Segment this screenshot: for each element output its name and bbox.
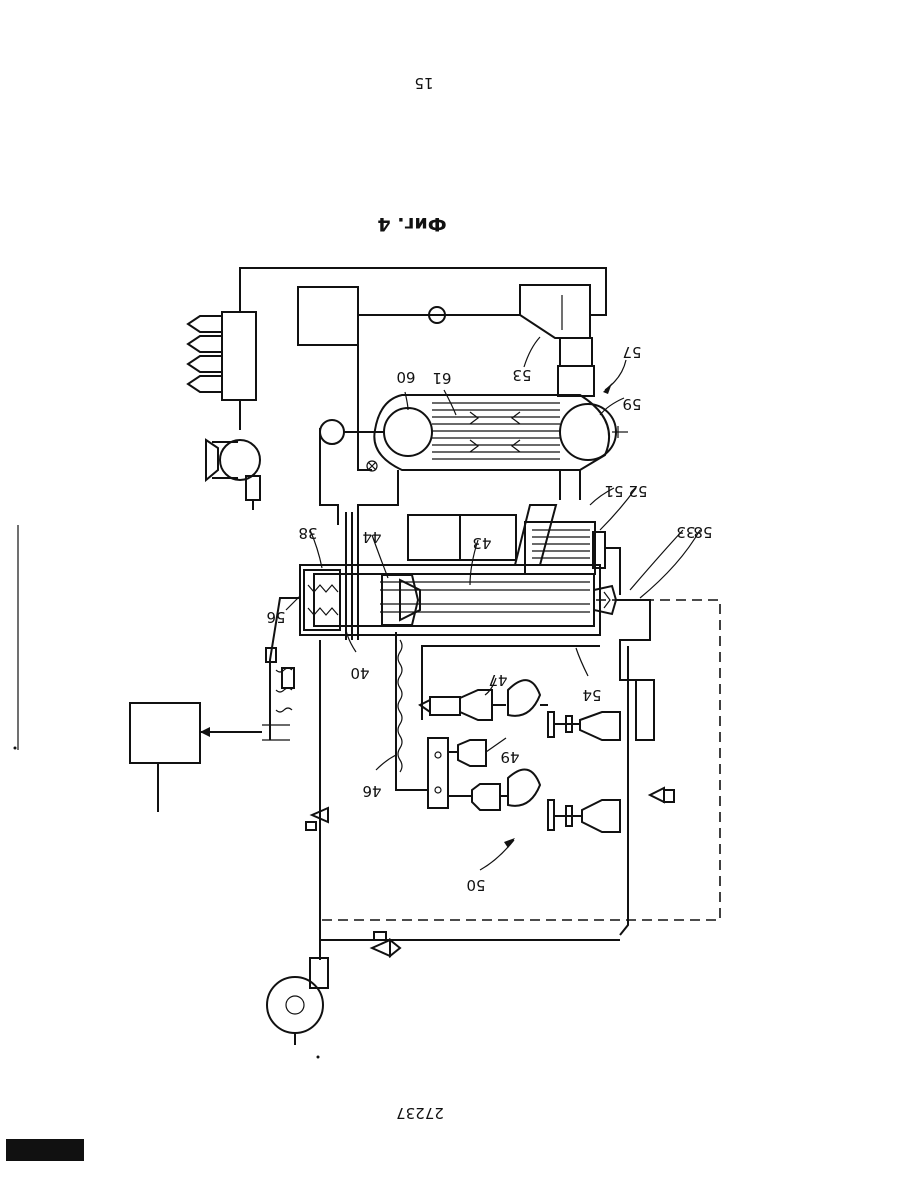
label-44: 44 bbox=[362, 528, 381, 546]
label-57: 57 bbox=[622, 343, 641, 361]
heat-box-left bbox=[408, 515, 460, 560]
reference-labels: 53 60 61 57 59 51 52 33 58 38 44 43 56 4… bbox=[266, 343, 712, 894]
top-separator-group bbox=[240, 268, 606, 470]
label-58: 58 bbox=[693, 523, 712, 541]
label-52: 52 bbox=[628, 482, 647, 500]
label-47: 47 bbox=[488, 671, 507, 689]
label-46: 46 bbox=[362, 782, 381, 800]
dosing-group-50 bbox=[448, 769, 620, 870]
drum-59 bbox=[560, 404, 616, 460]
label-54: 54 bbox=[582, 686, 601, 704]
label-43: 43 bbox=[472, 534, 491, 552]
figure-caption: Фиг. 4 bbox=[377, 213, 446, 235]
heat-exchanger-52 bbox=[515, 505, 605, 574]
drum-60 bbox=[384, 408, 432, 456]
label-56: 56 bbox=[266, 608, 285, 626]
storage-box bbox=[298, 287, 358, 345]
dosing-group-49 bbox=[428, 738, 486, 808]
label-53: 53 bbox=[512, 366, 531, 384]
bottom-blower bbox=[267, 940, 328, 1045]
label-49: 49 bbox=[500, 748, 519, 766]
main-reactor bbox=[300, 560, 616, 640]
label-38: 38 bbox=[298, 524, 317, 542]
label-33: 33 bbox=[676, 523, 695, 541]
label-40: 40 bbox=[350, 664, 369, 682]
label-60: 60 bbox=[396, 368, 415, 386]
bottom-valve-upper bbox=[306, 808, 328, 830]
control-box bbox=[130, 703, 200, 763]
collector-tank bbox=[636, 680, 654, 740]
label-59: 59 bbox=[622, 395, 641, 413]
right-valve bbox=[650, 788, 674, 802]
label-51: 51 bbox=[604, 482, 623, 500]
filter-bank bbox=[188, 268, 256, 430]
label-50: 50 bbox=[466, 876, 485, 894]
page-number: 15 bbox=[414, 74, 433, 92]
document-number: 27237 bbox=[396, 1104, 444, 1122]
scan-black-bar bbox=[6, 1139, 84, 1161]
bottom-valve-lower bbox=[372, 932, 400, 956]
label-61: 61 bbox=[432, 369, 451, 387]
exhaust-fan bbox=[206, 440, 260, 510]
